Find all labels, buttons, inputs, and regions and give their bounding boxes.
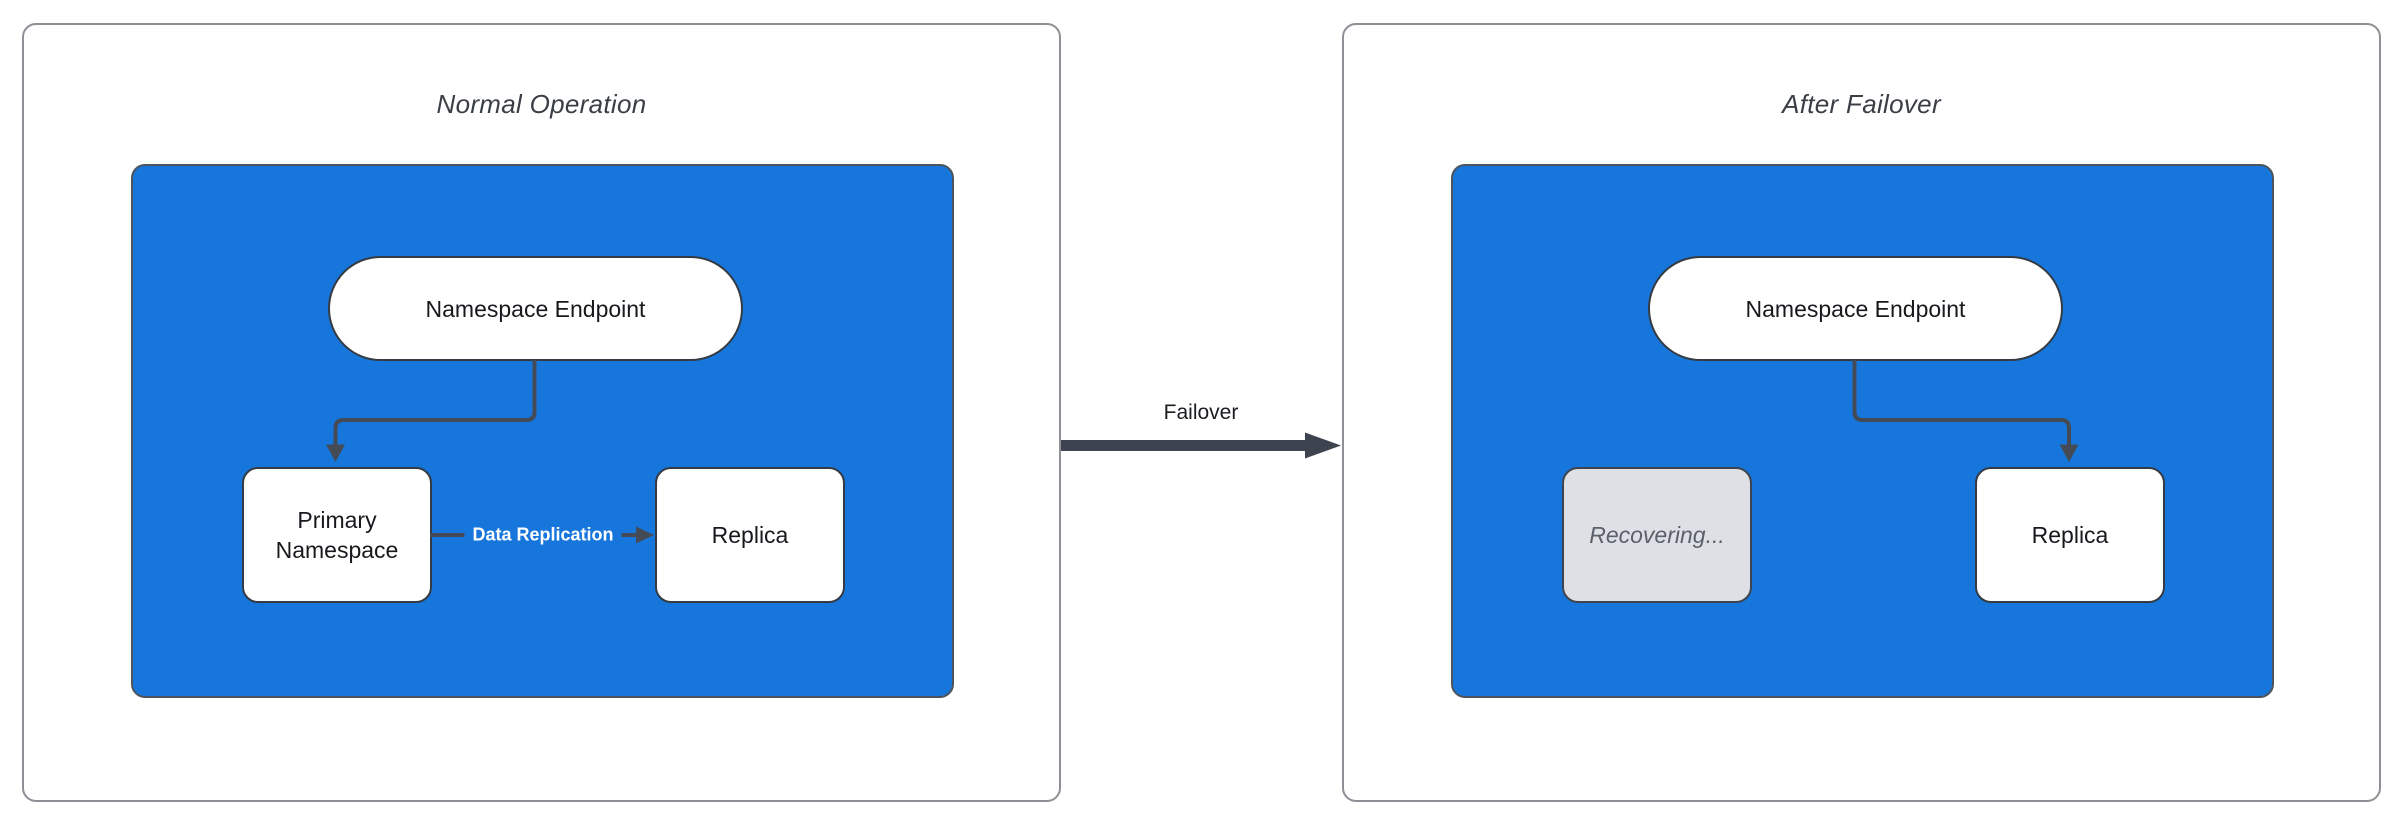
failover-arrowhead-icon (1305, 432, 1341, 459)
recovering-label: Recovering... (1589, 522, 1725, 548)
panel-title-after-failover: After Failover (1782, 89, 1941, 119)
panel-normal-operation: Normal Operation Namespace Endpoint Prim… (22, 23, 1061, 802)
replica-node-failover: Replica (1975, 467, 2165, 603)
data-replication-label: Data Replication (464, 522, 622, 548)
replica-label: Replica (711, 522, 789, 548)
panel-after-failover: After Failover Namespace Endpoint Recove… (1342, 23, 2381, 802)
namespace-container-normal: Namespace Endpoint Primary Namespace Rep… (131, 164, 954, 698)
replica-label: Replica (2031, 522, 2109, 548)
namespace-endpoint-label: Namespace Endpoint (425, 295, 646, 322)
namespace-endpoint-node-failover: Namespace Endpoint (1648, 256, 2063, 361)
failover-label: Failover (1163, 401, 1239, 424)
namespace-container-failover: Namespace Endpoint Recovering... Replica (1451, 164, 2274, 698)
recovering-node: Recovering... (1562, 467, 1752, 603)
primary-namespace-node: Primary Namespace (242, 467, 432, 603)
namespace-endpoint-node-normal: Namespace Endpoint (328, 256, 743, 361)
primary-namespace-label: Primary Namespace (275, 507, 399, 563)
panel-title-normal-operation: Normal Operation (436, 89, 647, 119)
namespace-endpoint-label: Namespace Endpoint (1745, 295, 1966, 322)
replica-node-normal: Replica (655, 467, 845, 603)
